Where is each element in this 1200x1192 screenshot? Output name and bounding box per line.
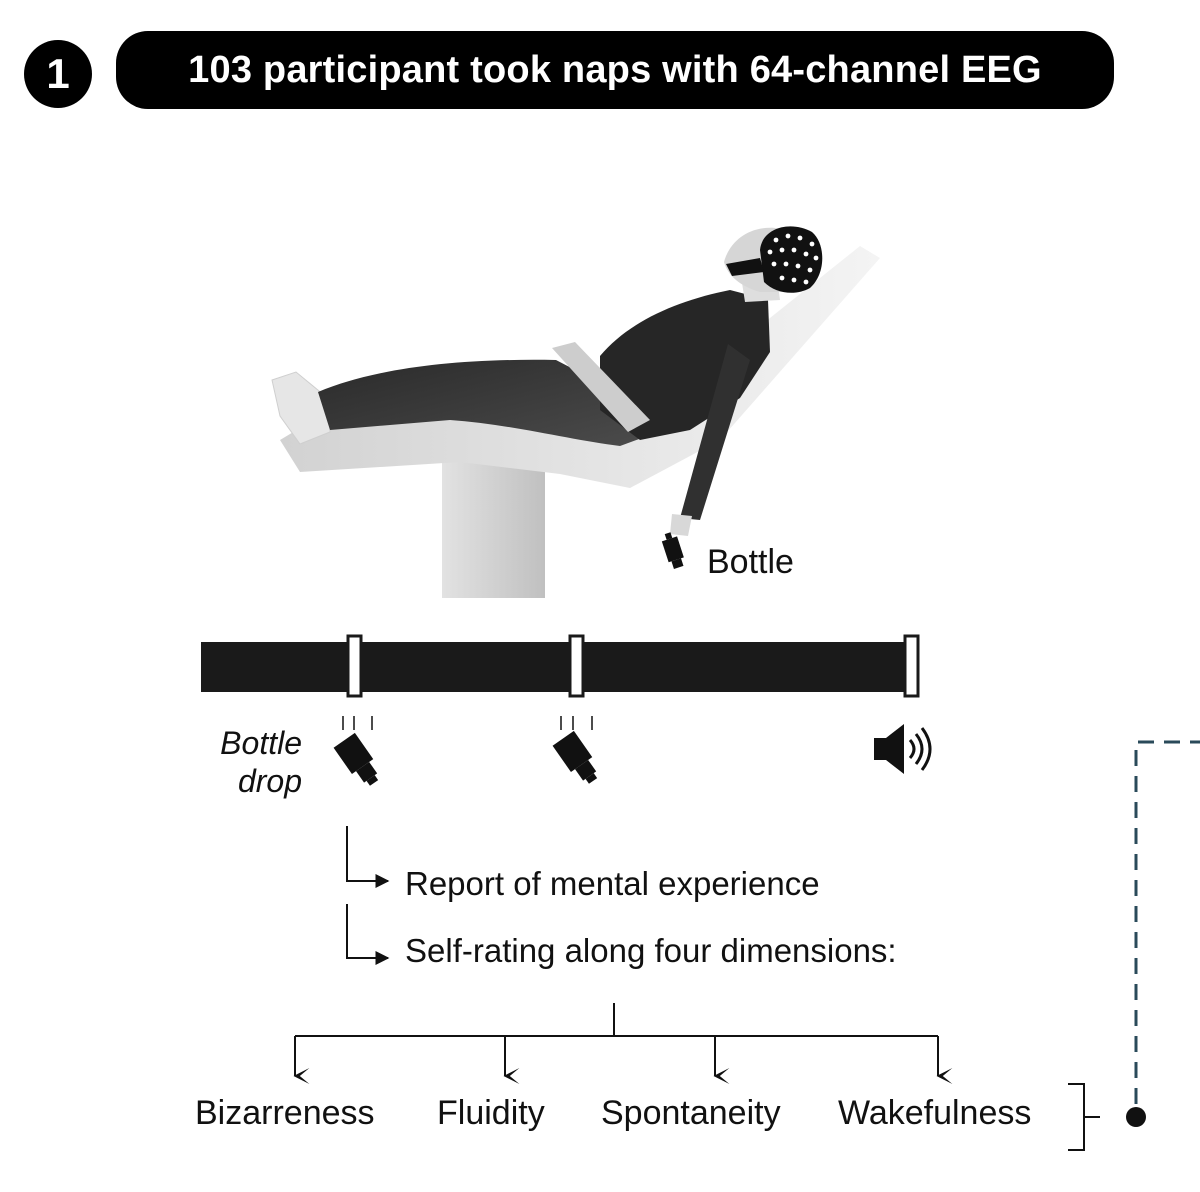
eeg-cap-icon	[726, 226, 823, 293]
bottle-label: Bottle	[707, 543, 794, 581]
bottle-drop-icon	[552, 716, 598, 784]
rating-step-label: Self-rating along four dimensions:	[405, 932, 897, 969]
dimensions-bracket	[1068, 1083, 1100, 1151]
bottle-drop-label-line2: drop	[237, 763, 302, 799]
figure-title: 103 participant took naps with 64-channe…	[116, 31, 1114, 109]
dimension-bizarreness: Bizarreness	[195, 1094, 375, 1132]
report-step-label: Report of mental experience	[405, 865, 820, 902]
dimension-wakefulness: Wakefulness	[838, 1094, 1032, 1132]
dimension-fluidity: Fluidity	[437, 1094, 545, 1132]
bottle-drop-icon	[333, 716, 379, 786]
bottle-drop-label: Bottle drop	[170, 724, 302, 800]
speaker-icon	[874, 724, 932, 774]
dimension-spontaneity: Spontaneity	[601, 1094, 781, 1132]
bottle-icon	[661, 532, 684, 569]
next-step-connector	[1126, 740, 1200, 1127]
nap-timeline	[201, 634, 920, 698]
step-number-badge: 1	[24, 40, 92, 108]
procedure-arrows	[346, 826, 390, 965]
bottle-drop-label-line1: Bottle	[220, 725, 302, 761]
dimension-tree	[293, 1003, 953, 1084]
